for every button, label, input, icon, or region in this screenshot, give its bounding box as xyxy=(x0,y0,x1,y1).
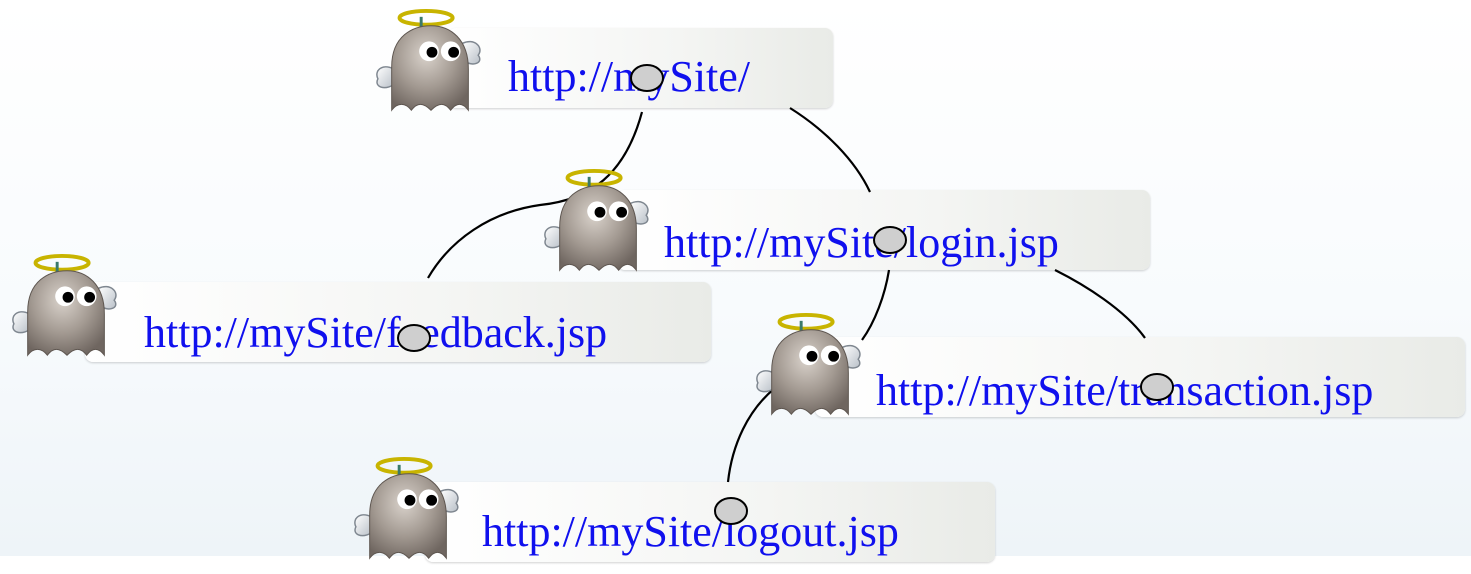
edge-root-login xyxy=(789,107,871,193)
node-label-root[interactable]: http://mySite/ xyxy=(508,52,751,101)
node-label-login[interactable]: http://mySite/login.jsp xyxy=(664,218,1059,267)
node-label-feedback[interactable]: http://mySite/feedback.jsp xyxy=(144,308,608,357)
pin-transaction xyxy=(1140,373,1174,401)
site-map-diagram: http://mySite/ http://mySite/login.jsp h… xyxy=(10,8,1465,562)
pin-login xyxy=(873,226,907,254)
edge-transaction-logout xyxy=(726,387,776,483)
pin-logout xyxy=(714,497,748,525)
edges-layer xyxy=(427,107,1146,483)
edge-login-transaction xyxy=(1054,269,1146,339)
node-label-logout[interactable]: http://mySite/logout.jsp xyxy=(482,507,899,556)
node-box-feedback xyxy=(85,282,711,362)
edge-login-logout xyxy=(861,269,891,341)
pins-layer xyxy=(397,64,1174,525)
angel-ghost-icon xyxy=(754,312,862,417)
edge-root-feedback xyxy=(427,111,644,279)
angel-ghost-icon xyxy=(10,253,118,358)
pin-root xyxy=(630,64,664,92)
pin-feedback xyxy=(397,324,431,352)
angel-ghost-icon xyxy=(352,456,460,561)
node-label-transaction[interactable]: http://mySite/transaction.jsp xyxy=(876,366,1374,415)
node-box-logout xyxy=(425,482,995,562)
angel-ghost-icon xyxy=(542,168,650,273)
angel-ghost-icon xyxy=(374,8,482,113)
node-box-transaction xyxy=(815,337,1465,417)
